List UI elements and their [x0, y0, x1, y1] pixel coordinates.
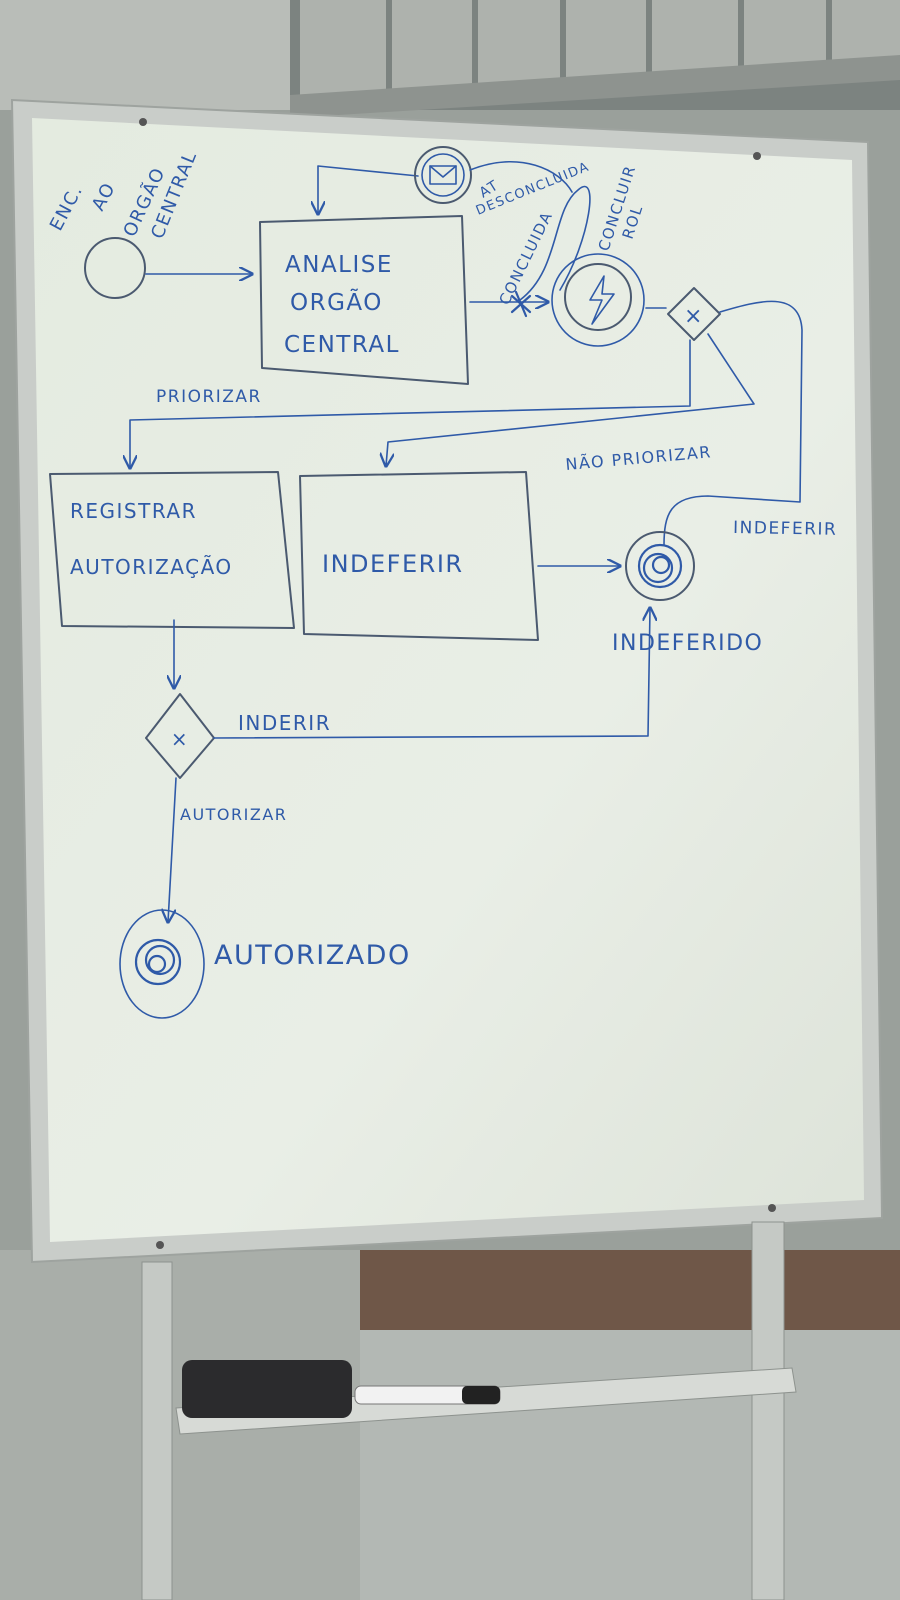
flow-autorizar: [168, 777, 177, 922]
task-registrar-autorizacao[interactable]: REGISTRAR AUTORIZAÇÃO: [49, 471, 295, 629]
task-analise-orgao-central[interactable]: ANALISE ORGÃO CENTRAL: [259, 215, 469, 385]
label-autorizado: AUTORIZADO: [214, 940, 411, 971]
eraser[interactable]: [182, 1360, 352, 1418]
scribbled-end-icon-2: [134, 938, 182, 986]
flow-curve-concluida: [519, 185, 591, 301]
flow-priorizar: [130, 339, 691, 468]
board-stand: [141, 1221, 797, 1600]
label-priorizar: PRIORIZAR: [156, 387, 262, 407]
analise-line-1: ANALISE: [285, 252, 393, 278]
flow-curve-loop-top: [469, 161, 573, 193]
crossed-junction-icon: [510, 290, 532, 318]
label-inderir: INDERIR: [238, 711, 331, 735]
end-event-indeferido: INDEFERIDO: [612, 531, 763, 656]
registrar-line-1: REGISTRAR: [70, 499, 197, 523]
flow-nao-priorizar: [386, 333, 755, 466]
start-event-circle: [84, 237, 146, 299]
x-mark-icon-2: ×: [171, 727, 189, 751]
x-mark-icon: ×: [684, 304, 704, 329]
label-indeferir-right: INDEFERIR: [733, 518, 838, 540]
scribbled-end-icon: [637, 543, 683, 589]
error-event: [551, 253, 645, 347]
svg-text:INDEFERIR: INDEFERIR: [733, 518, 838, 540]
task-indeferir[interactable]: INDEFERIR: [299, 471, 539, 641]
gateway-bottom[interactable]: ×: [145, 693, 215, 779]
flow-indeferir-right: [663, 300, 803, 546]
label-indeferido: INDEFERIDO: [612, 631, 763, 656]
label-autorizar: AUTORIZAR: [180, 805, 287, 824]
flow-inderir: [213, 608, 650, 739]
envelope-icon: [429, 165, 457, 185]
marker-pen[interactable]: [354, 1385, 501, 1405]
end-event-autorizado: AUTORIZADO: [119, 909, 411, 1019]
analise-line-3: CENTRAL: [284, 332, 400, 358]
registrar-line-2: AUTORIZAÇÃO: [70, 555, 233, 579]
gateway-top[interactable]: ×: [667, 287, 721, 341]
indeferir-task-label: INDEFERIR: [322, 550, 464, 578]
whiteboard: [10, 98, 884, 1264]
lightning-bolt-icon: [589, 275, 615, 325]
analise-line-2: ORGÃO: [290, 288, 383, 316]
flow-message-loop: [318, 165, 419, 214]
